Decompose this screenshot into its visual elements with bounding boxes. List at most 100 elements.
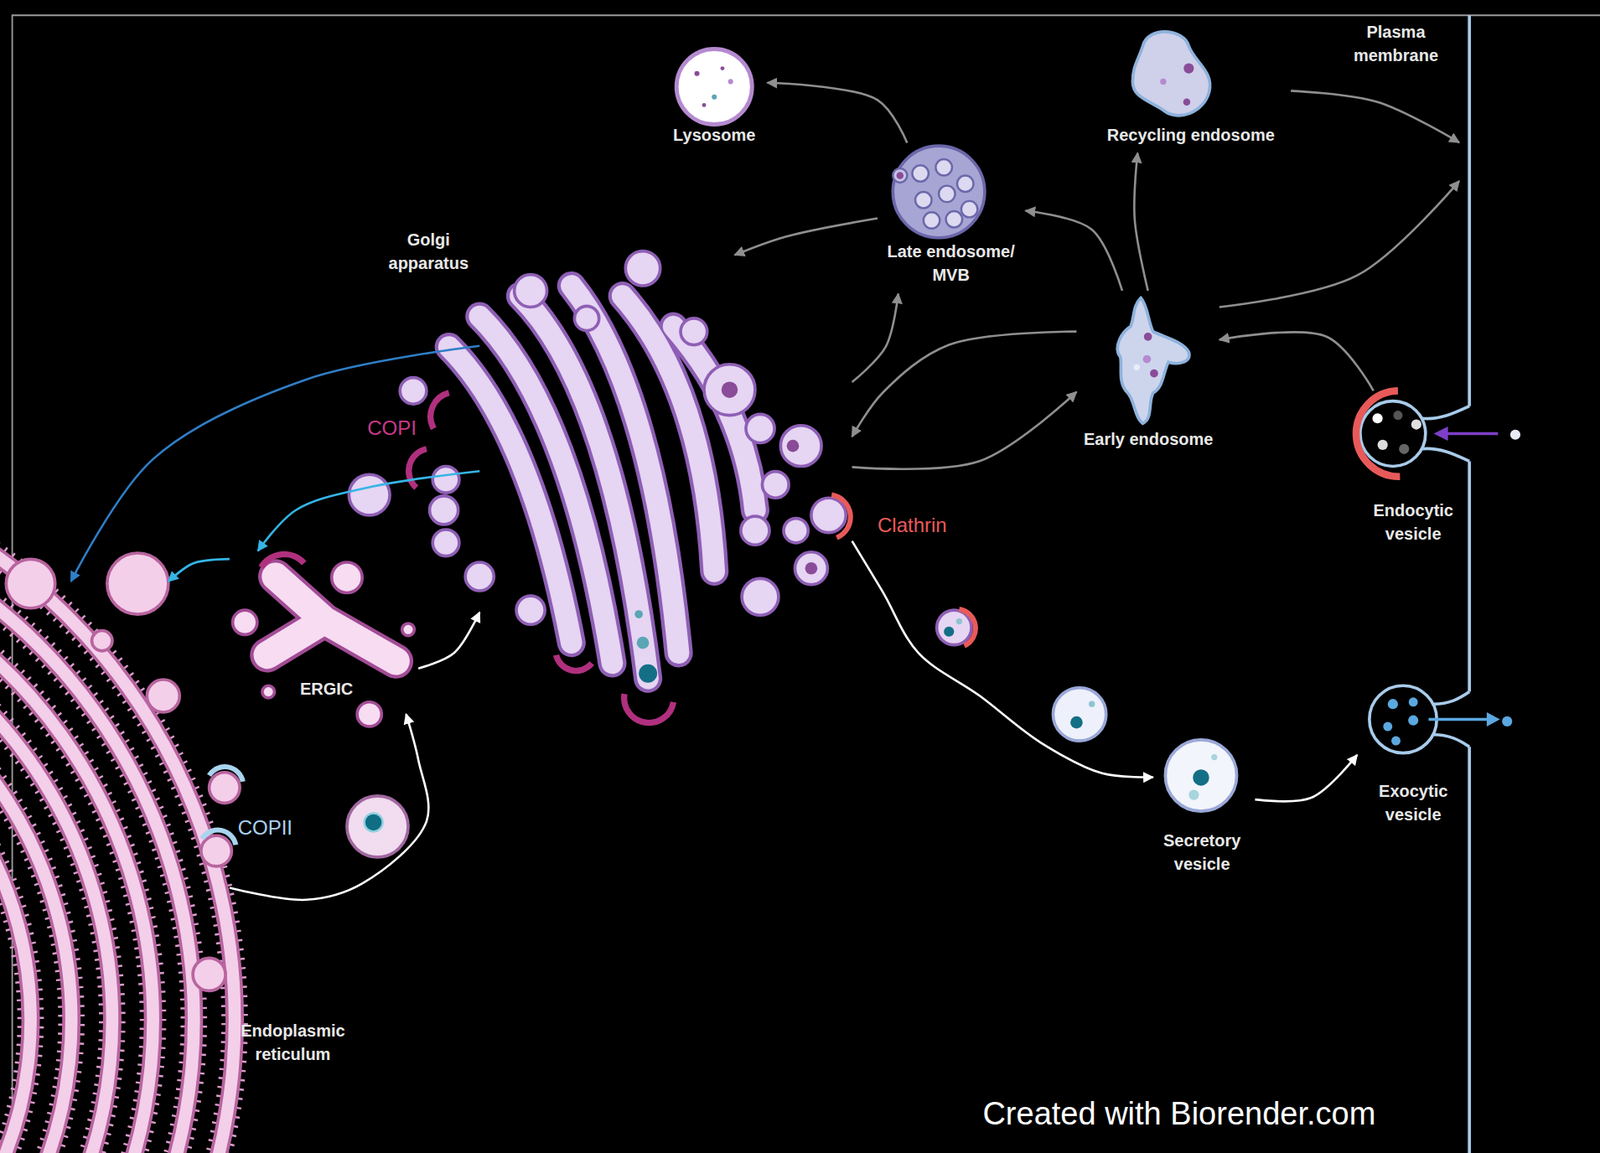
transport-arrow <box>1133 153 1148 291</box>
clathrin-coat <box>831 495 850 539</box>
ergic-outline <box>267 576 396 662</box>
cargo <box>1183 98 1191 107</box>
release-arrow <box>1428 718 1488 722</box>
transport-arrow <box>258 471 480 551</box>
er-bud <box>201 835 233 867</box>
endocytic-vesicle: Endocytic vesicle <box>1351 390 1460 552</box>
clathrin-vesicle <box>937 610 972 645</box>
enzyme-dot <box>728 78 734 84</box>
cargo <box>1411 419 1422 430</box>
transport-arrow <box>1219 331 1374 391</box>
vesicle <box>745 414 775 443</box>
er-outline <box>0 552 235 1153</box>
recycling-endosome: Recycling endosome <box>1092 28 1291 154</box>
organelle-label: Secretory vesicle <box>1155 828 1248 876</box>
ilv <box>935 159 952 176</box>
late-endosome: Late endosome/ MVB <box>877 142 1026 294</box>
ergic-lumen <box>267 576 396 662</box>
copii-coat <box>209 766 244 782</box>
endoplasmic-reticulum: Endoplasmic reticulum <box>15 581 230 1151</box>
cargo <box>1070 716 1083 730</box>
transport-arrow <box>71 346 480 582</box>
release-arrowhead <box>1486 712 1501 727</box>
cargo <box>1183 62 1194 73</box>
cargo <box>956 618 963 625</box>
golgi-apparatus: Golgi apparatus <box>479 254 852 710</box>
mvb-shape <box>892 145 985 239</box>
cargo <box>1372 413 1383 424</box>
cargo <box>1088 701 1095 708</box>
intraluminal-vesicles <box>892 159 978 229</box>
ilv <box>911 165 928 182</box>
vesicle <box>233 610 258 635</box>
plasma-membrane: Plasma membrane <box>1459 15 1480 1151</box>
lysosome-shape <box>676 48 752 125</box>
maturing-vesicle <box>1052 688 1106 741</box>
cisterna <box>673 326 756 511</box>
transport-arrow <box>1254 755 1357 802</box>
organelle-label: Early endosome <box>1079 427 1217 451</box>
secretory-vesicle: Secretory vesicle <box>1153 732 1256 882</box>
er-buds <box>5 553 240 991</box>
vesicle <box>761 471 789 499</box>
cargo <box>1133 364 1140 371</box>
cargo <box>787 440 800 453</box>
exocytic-vesicle-shape <box>1369 685 1437 753</box>
recycling-endosome-shape <box>1132 31 1210 116</box>
vesicle <box>740 516 770 545</box>
vesicle <box>680 318 708 346</box>
ilv <box>915 191 932 208</box>
cargo <box>638 664 658 684</box>
organelle-label: Endoplasmic reticulum <box>231 1019 354 1067</box>
ilv <box>946 211 963 228</box>
vesicle <box>704 364 756 416</box>
vesicle <box>432 529 460 557</box>
early-endosome-shape <box>1117 298 1190 425</box>
watermark: Created with Biorender.com <box>982 1095 1376 1134</box>
vesicle <box>465 562 494 591</box>
vesicle <box>625 251 660 286</box>
er-bud <box>107 553 169 615</box>
vesicle <box>348 474 390 516</box>
copi-coat <box>624 693 674 723</box>
golgi-vesicles <box>348 251 846 626</box>
cisterna <box>449 346 572 643</box>
cargo <box>364 813 384 833</box>
vesicle <box>794 552 828 586</box>
vesicle <box>516 595 545 625</box>
cargo <box>1387 699 1399 710</box>
organelle-label: Exocytic vesicle <box>1370 779 1456 827</box>
transport-arrow <box>1025 211 1123 291</box>
er-sheet <box>0 719 32 1153</box>
cargo <box>1377 440 1388 451</box>
early-endosome: Early endosome <box>1076 290 1219 455</box>
cargo <box>1392 410 1403 420</box>
transport-arrow <box>418 612 480 669</box>
er-sheet <box>0 585 194 1153</box>
copi-coat <box>430 393 450 430</box>
clathrin-coat <box>1356 390 1400 477</box>
organelle-label: ERGIC <box>285 677 368 701</box>
ergic-vesicles <box>233 562 415 727</box>
coat-label: COPII <box>238 816 293 841</box>
enzyme-dot <box>693 71 700 77</box>
golgi-lumen <box>449 285 756 679</box>
cargo <box>1192 769 1209 786</box>
vesicle <box>574 305 599 331</box>
transport-arrow <box>229 714 429 901</box>
cargo <box>1398 444 1409 455</box>
organelle-label: Plasma membrane <box>1350 20 1443 68</box>
enzyme-dot <box>711 94 717 100</box>
cisterna <box>622 295 715 572</box>
transport-vesicle <box>346 796 409 858</box>
ilv <box>892 168 907 183</box>
er-bud <box>92 631 113 652</box>
copi-coat <box>261 554 305 568</box>
vesicle <box>811 497 846 533</box>
cargo <box>1211 754 1217 761</box>
organelle-label: Endocytic vesicle <box>1370 498 1456 546</box>
transport-arrow <box>852 294 899 383</box>
transport-arrow <box>1290 90 1460 143</box>
ilv <box>938 186 955 202</box>
